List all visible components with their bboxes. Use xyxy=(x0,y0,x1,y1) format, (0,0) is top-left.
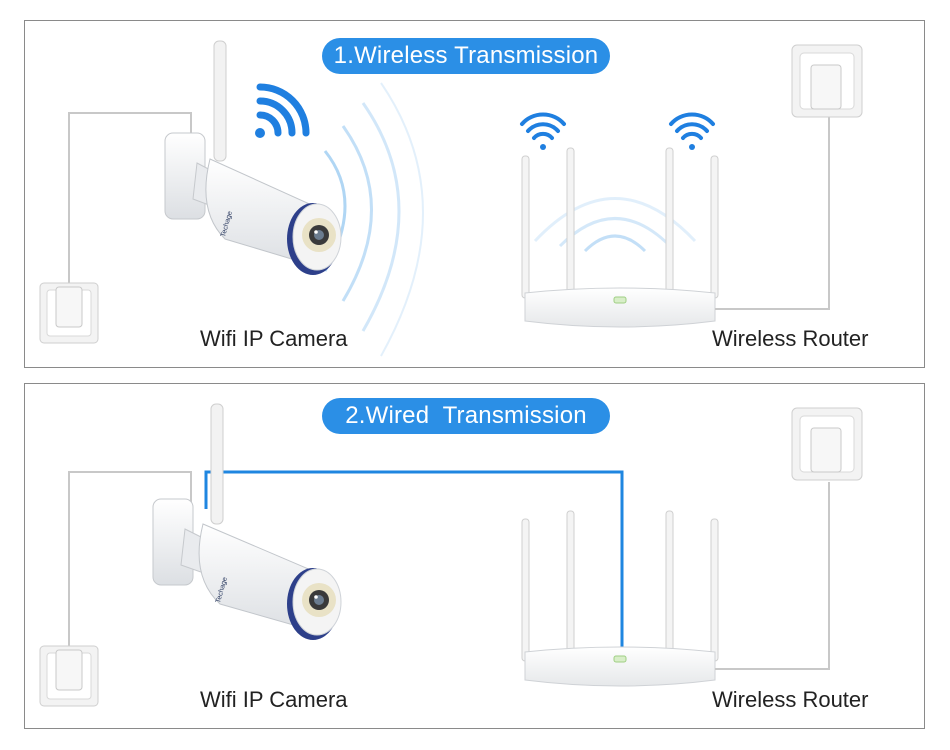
wifi-icon xyxy=(255,83,310,138)
power-socket-icon xyxy=(39,282,99,344)
camera-signal-waves xyxy=(323,82,424,357)
router-power-cable xyxy=(715,482,830,670)
camera-label: Wifi IP Camera xyxy=(200,326,348,351)
ethernet-cable xyxy=(204,470,624,654)
panel-title: 2.Wired Transmission xyxy=(322,398,610,434)
router-power-cable xyxy=(715,115,830,310)
panel-title: 1.Wireless Transmission xyxy=(322,38,610,74)
router-icon xyxy=(521,147,719,328)
router-label: Wireless Router xyxy=(712,326,869,351)
wired-diagram-art xyxy=(39,403,863,707)
power-socket-icon xyxy=(39,645,99,707)
camera-power-cable xyxy=(68,471,192,646)
wired-transmission-panel: Techage 2.Wired Transmission Wifi IP Cam… xyxy=(24,383,925,729)
router-icon xyxy=(521,510,719,687)
wireless-transmission-panel: Techage 1.Wireless Transmission Wifi IP … xyxy=(24,20,925,368)
wireless-diagram-art xyxy=(39,40,863,357)
camera-icon xyxy=(164,40,342,275)
router-label: Wireless Router xyxy=(712,687,869,712)
camera-icon xyxy=(152,403,342,640)
wifi-icon xyxy=(520,112,715,150)
camera-power-cable xyxy=(68,112,192,283)
power-socket-icon xyxy=(791,407,863,481)
camera-label: Wifi IP Camera xyxy=(200,687,348,712)
power-socket-icon xyxy=(791,44,863,118)
